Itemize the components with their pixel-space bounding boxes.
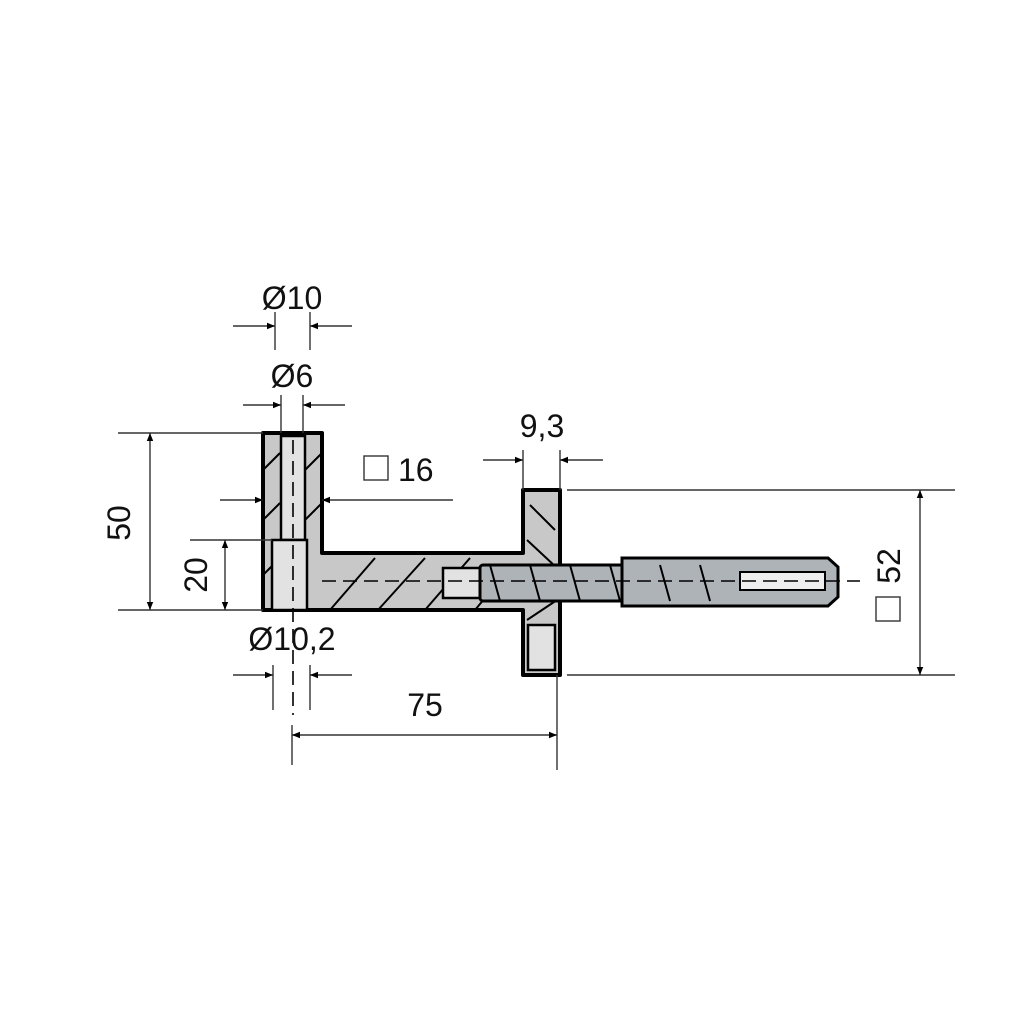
threaded-rod: [478, 556, 840, 608]
dim-diameter-10-2: Ø10,2: [248, 621, 335, 657]
dim-square-52: 52: [871, 548, 907, 584]
dim-height-50: 50: [101, 505, 137, 541]
dimension-lines: [118, 312, 955, 770]
dim-flange-9-3: 9,3: [520, 408, 564, 444]
hinge-pin-body: [261, 431, 562, 677]
dim-diameter-6: Ø6: [271, 358, 314, 394]
dim-diameter-10: Ø10: [262, 280, 322, 316]
dim-square-16: 16: [398, 452, 434, 488]
dim-height-20: 20: [178, 557, 214, 593]
dim-length-75: 75: [407, 687, 443, 723]
